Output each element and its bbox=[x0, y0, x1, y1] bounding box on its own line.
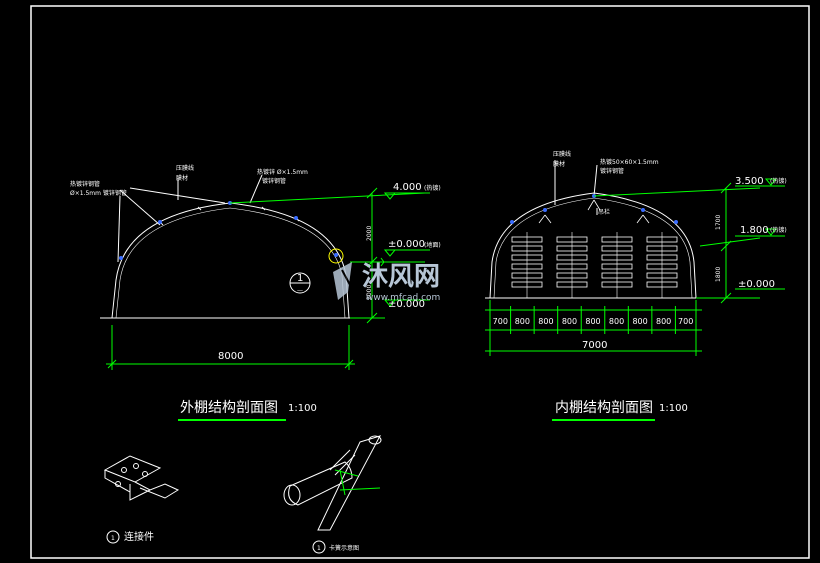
outer-caption-scale: 1:100 bbox=[288, 403, 317, 414]
inner-plant-racks bbox=[511, 232, 678, 298]
inner-elev-top: 3.500 bbox=[735, 176, 764, 187]
inner-callout-1b: 膜材 bbox=[553, 160, 565, 168]
connector-num: 1 bbox=[111, 535, 115, 542]
outer-caption: 外棚结构剖面图 bbox=[180, 400, 278, 416]
outer-detail-bubble bbox=[328, 248, 344, 264]
inner-caption: 内棚结构剖面图 bbox=[555, 400, 653, 416]
outer-arch-nodes bbox=[119, 201, 338, 260]
bay-dim-label: 800 bbox=[656, 317, 671, 326]
clamp-num-circle bbox=[312, 540, 326, 554]
outer-callout-left-2: Ø×1.5mm 镀锌钢管 bbox=[70, 189, 127, 197]
inner-dim-upper: 1700 bbox=[715, 215, 722, 230]
inner-elev-top-tag: (热镀) bbox=[770, 177, 787, 185]
bay-dim-label: 800 bbox=[562, 317, 577, 326]
watermark-name: 沐风网 bbox=[362, 262, 440, 292]
outer-section-drawing bbox=[100, 174, 385, 319]
drawing-frame bbox=[30, 5, 810, 559]
inner-callout-1: 压膜线 bbox=[553, 150, 571, 158]
outer-purlin-ticks bbox=[159, 206, 300, 226]
outer-dim-upper: 2000 bbox=[366, 226, 373, 241]
inner-leader-2 bbox=[593, 164, 598, 197]
bay-dim-label: 700 bbox=[493, 317, 508, 326]
inner-dimensions bbox=[485, 178, 785, 356]
bay-dim-label: 800 bbox=[632, 317, 647, 326]
inner-callout-2: 热镀50×60×1.5mm bbox=[600, 158, 659, 166]
connector-label: 连接件 bbox=[124, 530, 154, 543]
outer-elev-mid: ±0.000 bbox=[388, 239, 425, 250]
connector-detail-drawing bbox=[103, 455, 180, 501]
outer-arch-inner bbox=[115, 207, 346, 319]
inner-callout-3: 吊栏 bbox=[598, 208, 610, 216]
outer-elev-bot: ±0.000 bbox=[388, 299, 425, 310]
outer-leader-left-1 bbox=[119, 189, 161, 226]
clamp-detail-drawing bbox=[283, 435, 382, 531]
outer-dim-lower: 2000 bbox=[366, 285, 373, 300]
inner-bay-labels: 700 800 800 800 800 800 800 800 700 bbox=[493, 317, 694, 326]
inner-bay-ticks bbox=[489, 306, 697, 334]
inner-elev-bot: ±0.000 bbox=[738, 279, 775, 290]
inner-callout-2b: 镀锌钢管 bbox=[600, 167, 624, 175]
outer-leader-long bbox=[129, 187, 226, 204]
outer-detail-mark-sub: — bbox=[297, 287, 303, 294]
inner-arch-nodes bbox=[510, 194, 678, 224]
outer-elev-mid-tag: (地面) bbox=[424, 241, 441, 249]
outer-callout-arch-2: 镀锌钢管 bbox=[262, 177, 286, 185]
bay-dim-label: 800 bbox=[515, 317, 530, 326]
watermark-url: www.mfcad.com bbox=[366, 293, 440, 303]
inner-section-drawing bbox=[485, 160, 720, 299]
outer-leader-arch bbox=[249, 174, 263, 204]
outer-arch bbox=[111, 202, 350, 319]
outer-detail-mark: 1 bbox=[297, 273, 303, 284]
inner-caption-scale: 1:100 bbox=[659, 403, 688, 414]
clamp-num: 1 bbox=[317, 545, 321, 552]
bay-dim-label: 800 bbox=[609, 317, 624, 326]
outer-elev-top: 4.000 bbox=[393, 182, 422, 193]
outer-callout-top-2: 膜材 bbox=[176, 174, 188, 182]
outer-elev-top-tag: (热镀) bbox=[424, 184, 441, 192]
outer-dim-width: 8000 bbox=[218, 351, 243, 362]
bay-dim-label: 800 bbox=[585, 317, 600, 326]
inner-truss bbox=[538, 199, 650, 224]
watermark-logo bbox=[333, 262, 357, 300]
inner-dim-width: 7000 bbox=[582, 340, 607, 351]
connector-num-circle bbox=[106, 530, 120, 544]
bay-dim-label: 800 bbox=[538, 317, 553, 326]
outer-leader-left-2 bbox=[117, 195, 121, 263]
outer-dimensions bbox=[106, 187, 426, 370]
outer-callout-arch: 热镀锌 Ø×1.5mm bbox=[257, 168, 308, 176]
inner-elev-mid-tag: (热镀) bbox=[770, 226, 787, 234]
inner-elev-mid: 1.800 bbox=[740, 225, 769, 236]
bay-dim-label: 700 bbox=[678, 317, 693, 326]
outer-callout-left-1: 热镀锌钢管 bbox=[70, 180, 100, 188]
clamp-label: 卡簧示意图 bbox=[329, 544, 359, 552]
outer-callout-top: 压膜线 bbox=[176, 164, 194, 172]
inner-dim-lower: 1800 bbox=[715, 267, 722, 282]
clamp-detail-green bbox=[334, 469, 381, 496]
